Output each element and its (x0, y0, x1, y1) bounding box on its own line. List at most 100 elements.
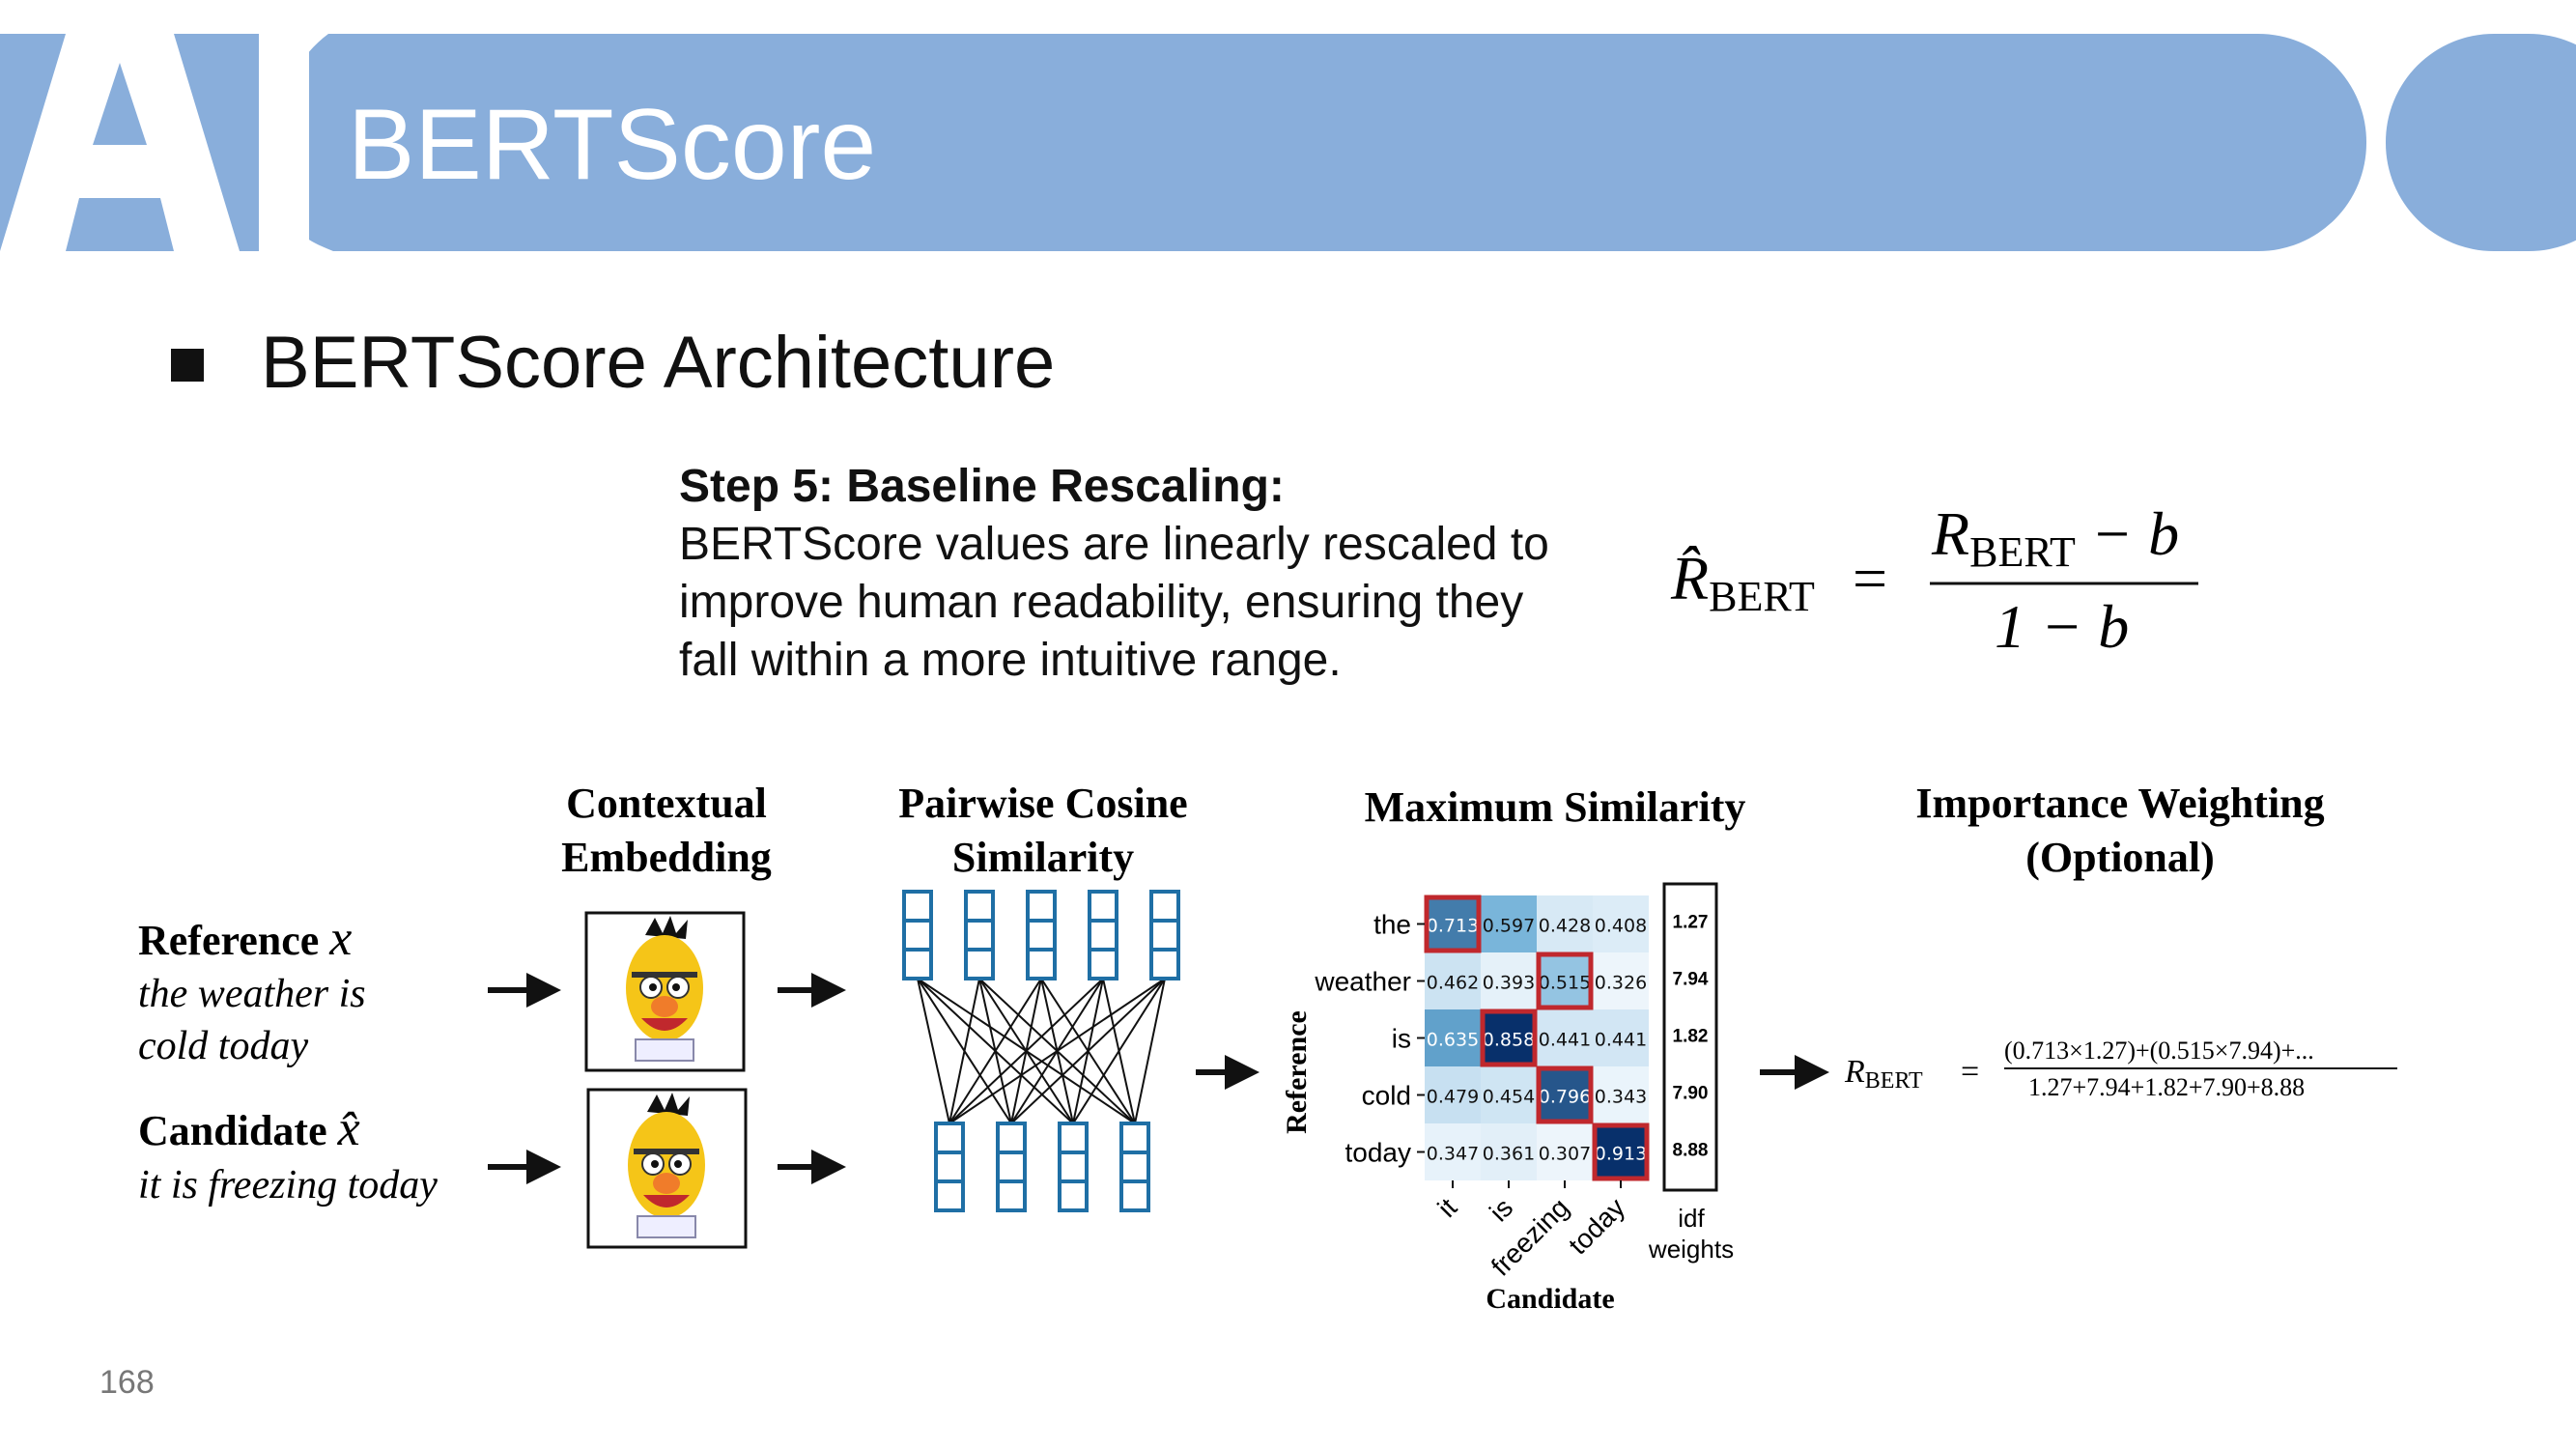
header-band-main (290, 34, 2366, 251)
matrix-cell (1481, 1123, 1537, 1180)
candidate-line-1: it is freezing today (138, 1163, 438, 1208)
bert-face-icon (628, 1093, 705, 1238)
pairwise-network (902, 890, 1180, 1212)
reference-token-vector (902, 948, 933, 980)
matrix-cell (1593, 952, 1649, 1009)
candidate-token-vector (934, 1179, 965, 1212)
idf-label-1: idf (1678, 1204, 1705, 1233)
pairwise-connection (948, 978, 980, 1124)
formula-num-symbol: R (1931, 499, 1969, 568)
matrix-cell (1537, 1009, 1593, 1066)
idf-weight-value: 1.82 (1673, 1027, 1709, 1047)
candidate-token-vector (1058, 1151, 1089, 1183)
row-token-label: is (1392, 1024, 1411, 1054)
result-numerator: (0.713×1.27)+(0.515×7.94)+... (2004, 1037, 2314, 1065)
column-token-label: is (1484, 1192, 1518, 1227)
candidate-embedding-box (586, 1088, 748, 1249)
reference-token-vector (1026, 890, 1057, 923)
matrix-cell (1481, 1066, 1537, 1123)
max-highlight-box (1480, 1009, 1538, 1067)
matrix-cell-value: 0.361 (1483, 1144, 1535, 1165)
matrix-cell-value: 0.713 (1427, 916, 1479, 937)
matrix-cell (1425, 895, 1481, 952)
candidate-token-vector (1058, 1179, 1089, 1212)
max-highlight-box (1592, 1122, 1650, 1181)
matrix-cell-value: 0.858 (1483, 1030, 1535, 1051)
candidate-token-vector (996, 1122, 1027, 1154)
rescaling-formula: R̂BERT = RBERT − b 1 − b (1670, 499, 2198, 661)
bullet-square (171, 349, 204, 382)
matrix-cell-value: 0.913 (1595, 1144, 1647, 1165)
heading-importance-2: (Optional) (2025, 834, 2215, 881)
column-token-label: today (1563, 1192, 1630, 1260)
reference-token-vector (902, 919, 933, 952)
row-token-label: weather (1314, 967, 1411, 997)
matrix-cell (1593, 1009, 1649, 1066)
idf-weights-box (1662, 882, 1718, 1192)
result-sub: BERT (1865, 1068, 1923, 1094)
formula-equals: = (1853, 544, 1887, 612)
ai-logo-icon (0, 34, 333, 251)
matrix-cell-value: 0.343 (1595, 1087, 1647, 1108)
candidate-label: Candidate x̂ (138, 1101, 360, 1156)
step-description: Step 5: Baseline Rescaling: BERTScore va… (679, 458, 1626, 690)
reference-token-vector (1026, 919, 1057, 952)
reference-token-vector (964, 948, 995, 980)
result-symbol: R (1844, 1054, 1865, 1090)
reference-embedding-box (584, 911, 746, 1072)
pairwise-connection (948, 978, 1166, 1124)
matrix-cell-value: 0.454 (1483, 1087, 1535, 1108)
formula-lhs: R̂BERT (1670, 544, 1815, 620)
matrix-cell-value: 0.462 (1427, 973, 1479, 994)
matrix-cell (1537, 952, 1593, 1009)
result-denominator: 1.27+7.94+1.82+7.90+8.88 (2028, 1073, 2305, 1101)
reference-token-vector (1149, 948, 1180, 980)
max-highlight-box (1536, 1065, 1594, 1124)
page-number: 168 (99, 1364, 155, 1401)
matrix-cell-value: 0.479 (1427, 1087, 1479, 1108)
formula-lhs-symbol: R̂ (1670, 544, 1709, 612)
idf-weight-value: 1.27 (1673, 913, 1709, 933)
candidate-token-vector (1058, 1122, 1089, 1154)
reference-token-vector (1088, 919, 1118, 952)
step-line-1: BERTScore values are linearly rescaled t… (679, 519, 1549, 570)
matrix-cell-value: 0.597 (1483, 916, 1535, 937)
matrix-cell-value: 0.441 (1595, 1030, 1647, 1051)
candidate-token-vector (1119, 1122, 1150, 1154)
heading-contextual-2: Embedding (561, 834, 772, 881)
candidate-token-vector (934, 1122, 965, 1154)
candidate-token-vector (996, 1179, 1027, 1212)
matrix-cell-value: 0.307 (1539, 1144, 1591, 1165)
matrix-cell-value: 0.635 (1427, 1030, 1479, 1051)
matrix-cell (1481, 895, 1537, 952)
formula-lhs-sub: BERT (1709, 573, 1815, 620)
matrix-cell (1481, 952, 1537, 1009)
formula-numerator: RBERT − b (1931, 499, 2179, 576)
reference-token-vector (1088, 890, 1118, 923)
matrix-cell-value: 0.393 (1483, 973, 1535, 994)
heading-maximum: Maximum Similarity (1365, 783, 1746, 831)
candidate-label-text: Candidate (138, 1107, 327, 1154)
pairwise-connection (1072, 978, 1166, 1124)
candidate-token-vector (1119, 1151, 1150, 1183)
formula-denominator: 1 − b (1995, 592, 2129, 661)
matrix-cell (1593, 895, 1649, 952)
bullet-heading: BERTScore Architecture (261, 322, 1056, 404)
matrix-cell-value: 0.326 (1595, 973, 1647, 994)
matrix-cell (1537, 895, 1593, 952)
reference-label: Reference x (138, 911, 352, 966)
matrix-x-axis-label: Candidate (1486, 1283, 1614, 1315)
pairwise-connection (1134, 978, 1166, 1124)
max-highlight-box (1536, 952, 1594, 1010)
idf-weight-value: 7.94 (1673, 970, 1709, 990)
step-line-3: fall within a more intuitive range. (679, 635, 1342, 686)
heading-contextual-1: Contextual (566, 780, 767, 827)
matrix-cell (1481, 1009, 1537, 1066)
matrix-cell (1425, 1009, 1481, 1066)
formula-num-tail: − b (2076, 499, 2179, 568)
header-band-right-cap (2386, 34, 2576, 251)
pairwise-connection (948, 978, 1042, 1124)
matrix-y-axis-label: Reference (1281, 1010, 1313, 1134)
reference-token-vector (1149, 890, 1180, 923)
